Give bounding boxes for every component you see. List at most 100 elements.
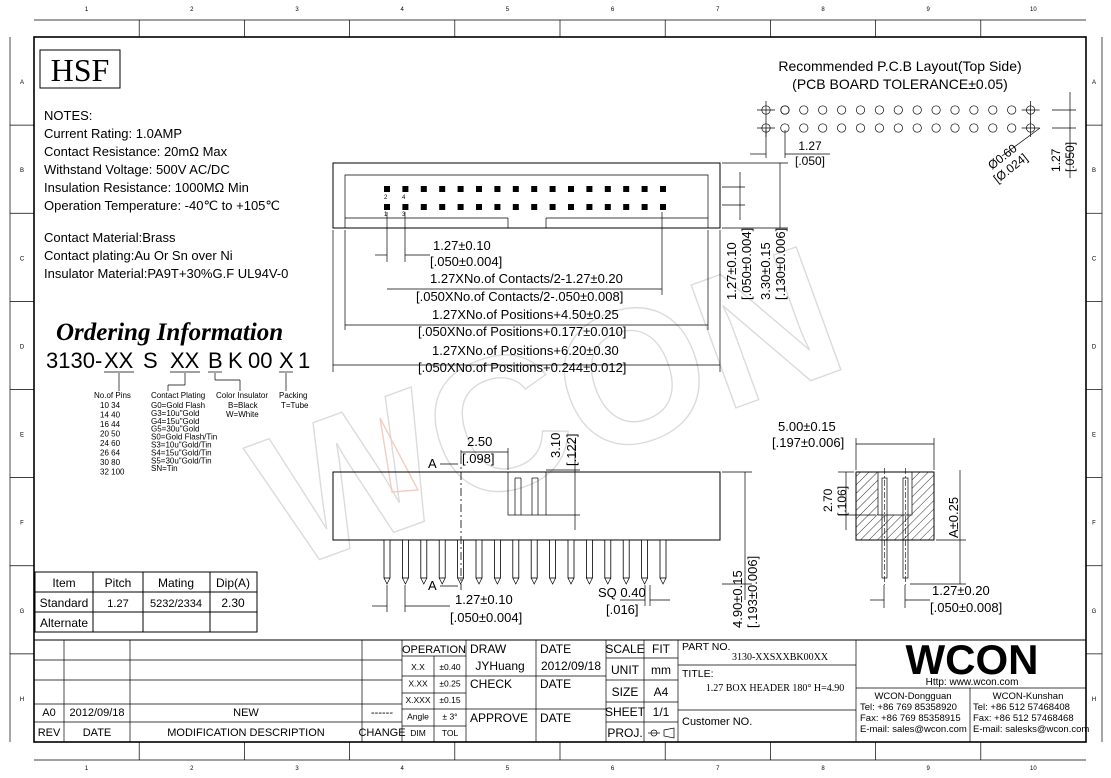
grid-row-label: A xyxy=(20,80,24,86)
svg-text:1.27XNo.of Contacts/2-1.27±0.2: 1.27XNo.of Contacts/2-1.27±0.20 xyxy=(430,271,623,286)
svg-text:2.50: 2.50 xyxy=(467,434,492,449)
pcb-title: (PCB BOARD TOLERANCE±0.05) xyxy=(792,76,1008,92)
svg-text:[.016]: [.016] xyxy=(606,602,639,617)
contact-pin xyxy=(531,186,538,192)
contact-pin xyxy=(660,186,666,192)
tolerance-dim: X.XX xyxy=(408,679,428,689)
pins-option: 10 34 xyxy=(100,401,121,410)
contact-pin xyxy=(494,204,501,210)
svg-text:FIT: FIT xyxy=(652,642,671,656)
grid-column-label: 2 xyxy=(190,766,194,772)
pins-option: 30 80 xyxy=(100,458,121,467)
contact-pin xyxy=(641,539,648,579)
pins-option: 32 100 xyxy=(100,468,125,477)
table-cell: Alternate xyxy=(40,616,88,630)
pcb-hole xyxy=(969,123,979,133)
svg-text:APPROVE: APPROVE xyxy=(470,711,528,725)
svg-text:E-mail: salesks@wcon.com: E-mail: salesks@wcon.com xyxy=(973,724,1089,735)
contact-pin xyxy=(604,186,611,192)
svg-text:DATE: DATE xyxy=(540,711,571,725)
grid-row-label: D xyxy=(1092,344,1097,350)
tolerance-dim: X.X xyxy=(411,662,425,672)
pcb-layout: Recommended P.C.B Layout(Top Side) (PCB … xyxy=(750,58,1077,186)
plating-option: G5=30u"Gold xyxy=(151,425,199,434)
grid-column-label: 1 xyxy=(85,7,89,13)
pcb-hole xyxy=(855,105,866,115)
contact-pin xyxy=(549,204,556,210)
grid-row-label: G xyxy=(20,609,25,615)
side-view: 5.00±0.15 [.197±0.006] 1.27±0.20 [.050±0… xyxy=(772,419,1002,615)
svg-text:1.27XNo.of Positions+4.50±0.25: 1.27XNo.of Positions+4.50±0.25 xyxy=(432,307,619,322)
svg-text:SQ 0.40: SQ 0.40 xyxy=(598,585,646,600)
plating-option: SN=Tin xyxy=(151,464,178,473)
table-header: Item xyxy=(52,576,75,590)
plating-option: G0=Gold Flash xyxy=(151,401,205,410)
contact-pin xyxy=(568,186,574,192)
front-view: A A 2.50 [.098] 1.27±0.10 [.050±0.004] S… xyxy=(332,433,760,628)
grid-row-label: F xyxy=(20,521,24,527)
svg-text:1.27 BOX HEADER 180° H=4.90: 1.27 BOX HEADER 180° H=4.90 xyxy=(706,683,845,694)
grid-row-label: E xyxy=(20,433,24,439)
contact-pin xyxy=(586,539,593,579)
contact-pin xyxy=(641,186,648,192)
grid-row-label: B xyxy=(20,168,24,174)
svg-text:XX: XX xyxy=(170,348,200,373)
note-line: Insulation Resistance: 1000MΩ Min xyxy=(44,180,249,195)
plating-option: S4=15u"Gold/Tin xyxy=(151,448,212,457)
svg-text:PROJ.: PROJ. xyxy=(607,726,642,740)
svg-text:[.098]: [.098] xyxy=(462,451,495,466)
grid-column-label: 7 xyxy=(716,766,720,772)
table-header: Mating xyxy=(158,576,194,590)
svg-text:3.30±0.15: 3.30±0.15 xyxy=(758,242,773,300)
svg-text:Contact Plating: Contact Plating xyxy=(151,391,205,400)
pcb-hole xyxy=(818,123,828,133)
svg-text:DRAW: DRAW xyxy=(470,642,507,656)
svg-text:2.70: 2.70 xyxy=(821,488,835,512)
ordering-information: Ordering Information 3130- XX S XX B K 0… xyxy=(46,319,310,477)
ordering-code: 3130- XX S XX B K 00 X 1 xyxy=(46,348,310,373)
table-cell: 5232/2334 xyxy=(150,598,202,610)
note-line: Withstand Voltage: 500V AC/DC xyxy=(44,162,230,177)
grid-column-label: 10 xyxy=(1030,7,1037,13)
material-line: Contact plating:Au Or Sn over Ni xyxy=(44,248,233,263)
grid-column-label: 4 xyxy=(401,766,405,772)
grid-row-label: H xyxy=(1092,697,1096,703)
tolerance-value: ± 3° xyxy=(442,712,457,722)
contact-pin xyxy=(401,539,409,579)
svg-text:[.050]: [.050] xyxy=(1063,142,1077,172)
svg-text:B=Black: B=Black xyxy=(228,401,259,410)
contact-pin xyxy=(568,204,574,210)
svg-text:[.050XNo.of Positions+0.177±0.: [.050XNo.of Positions+0.177±0.010] xyxy=(418,324,626,339)
svg-text:mm: mm xyxy=(651,663,671,677)
tolerance-value: ±0.40 xyxy=(439,662,460,672)
svg-text:3130-XXSXXBK00XX: 3130-XXSXXBK00XX xyxy=(732,652,829,663)
contact-pin xyxy=(641,204,648,210)
svg-text:No.of Pins: No.of Pins xyxy=(94,391,131,400)
grid-row-label: H xyxy=(20,697,24,703)
contact-pin xyxy=(438,539,446,579)
pcb-title: Recommended P.C.B Layout(Top Side) xyxy=(778,58,1021,74)
contact-pin xyxy=(512,204,519,210)
plating-option: S5=30u"Gold/Tin xyxy=(151,456,212,465)
svg-text:W=White: W=White xyxy=(226,410,259,419)
contact-pin xyxy=(604,539,612,579)
pins-option: 26 64 xyxy=(100,449,121,458)
svg-text:1.27±0.20: 1.27±0.20 xyxy=(932,583,990,598)
pcb-hole xyxy=(950,123,960,133)
svg-text:SIZE: SIZE xyxy=(612,685,639,699)
svg-text:XX: XX xyxy=(104,348,134,373)
svg-text:4.90±0.15: 4.90±0.15 xyxy=(730,570,745,628)
grid-column-label: 8 xyxy=(821,766,825,772)
svg-text:1.27: 1.27 xyxy=(1049,148,1063,172)
material-line: Insulator Material:PA9T+30%G.F UL94V-0 xyxy=(44,266,288,281)
contact-pin xyxy=(531,204,538,210)
svg-text:WCON-Kunshan: WCON-Kunshan xyxy=(993,691,1064,702)
svg-text:[.050XNo.of Positions+0.244±0.: [.050XNo.of Positions+0.244±0.012] xyxy=(418,360,626,375)
contact-pin xyxy=(623,186,630,192)
svg-text:4: 4 xyxy=(402,195,406,201)
svg-text:DATE: DATE xyxy=(83,727,112,739)
grid-column-label: 8 xyxy=(821,7,825,13)
svg-text:DATE: DATE xyxy=(540,677,571,691)
projection-symbol-icon xyxy=(648,727,675,739)
svg-text:2: 2 xyxy=(384,195,388,201)
